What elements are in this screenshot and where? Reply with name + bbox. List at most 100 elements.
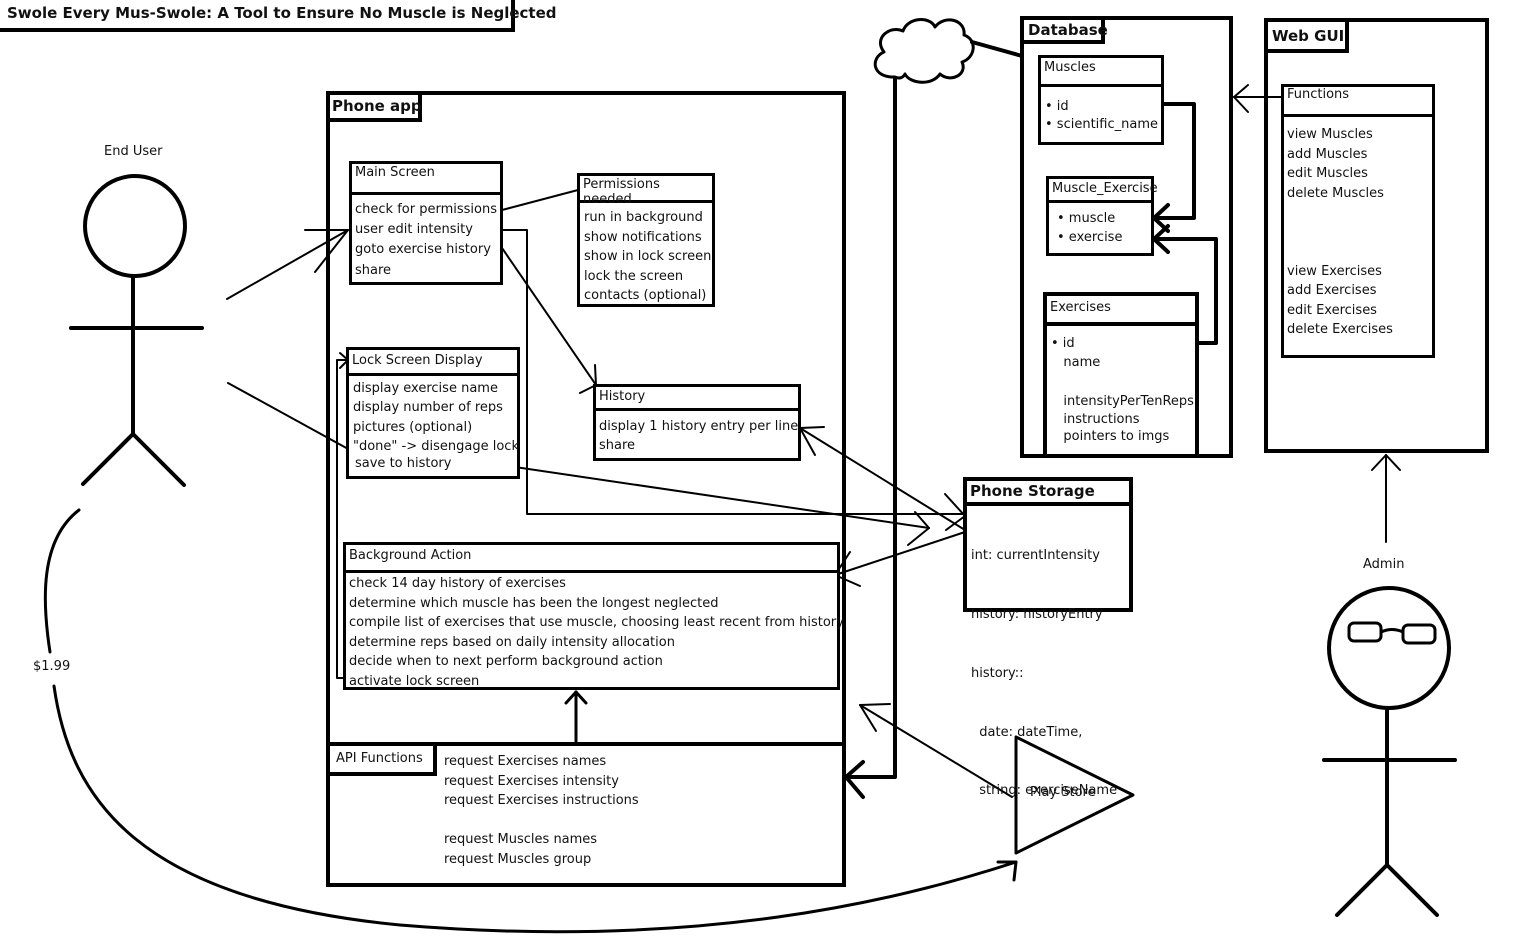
main-screen-item: check for permissions <box>355 202 497 217</box>
muscles-field: • id <box>1045 99 1069 114</box>
exercises-field: pointers to imgs <box>1051 429 1170 445</box>
web-gui-functions-box: Functions view Muscles add Muscles edit … <box>1281 84 1435 358</box>
web-gui-function-item: delete Muscles <box>1287 185 1384 201</box>
background-action-item: activate lock screen <box>349 673 480 689</box>
history-item: share <box>599 438 636 453</box>
admin-label: Admin <box>1363 557 1405 572</box>
play-store-triangle <box>1014 735 1135 855</box>
storage-item: string: exerciseName <box>971 783 1118 799</box>
play-store-label: Play Store <box>1030 785 1096 800</box>
main-screen-item: goto exercise history <box>355 242 491 257</box>
webgui-to-database-arrow <box>1233 84 1283 113</box>
storage-item: history:: <box>971 665 1024 681</box>
muscle-exercise-table: Muscle_Exercise • muscle • exercise <box>1046 176 1158 256</box>
lock-screen-item: display number of reps <box>353 400 503 416</box>
phone-app-label-box: Phone app <box>326 91 422 122</box>
database-label-box: Database <box>1020 16 1108 44</box>
phone-storage-title: Phone Storage <box>967 481 1129 506</box>
background-action-item: determine reps based on daily intensity … <box>349 634 675 650</box>
web-gui-function-item <box>1287 223 1429 243</box>
lock-screen-item: save to history <box>355 456 452 472</box>
web-gui-function-item <box>1287 203 1429 223</box>
exercises-table-title: Exercises <box>1047 296 1195 326</box>
muscles-table: Muscles • id • scientific_name <box>1038 55 1164 145</box>
price-label: $1.99 <box>33 659 71 674</box>
lock-screen-item: display exercise name <box>353 381 498 396</box>
api-function-item: request Exercises instructions <box>444 793 639 809</box>
main-to-permissions-line <box>501 189 579 211</box>
end-user-figure <box>69 174 204 487</box>
main-screen-box: Main Screen check for permissions user e… <box>349 161 503 285</box>
web-gui-function-item <box>1287 242 1429 262</box>
permissions-title: Permissions needed <box>580 176 712 207</box>
exercises-field: • id <box>1051 336 1075 351</box>
api-divider <box>326 742 846 746</box>
cloud-to-database-line <box>970 40 1024 58</box>
phone-app-container <box>326 91 846 887</box>
api-function-item <box>444 811 639 831</box>
background-action-item: decide when to next perform background a… <box>349 654 663 670</box>
web-gui-function-item: view Muscles <box>1287 127 1373 142</box>
cloud-to-api-arrow <box>844 76 897 799</box>
storage-item: date: dateTime, <box>971 724 1083 740</box>
end-user-label: End User <box>104 144 163 159</box>
storage-item: history: historyEntry <box>971 606 1103 622</box>
api-functions-label-box: API Functions <box>326 742 437 776</box>
muscle-exercise-field: • exercise <box>1057 230 1123 245</box>
web-gui-function-item: add Muscles <box>1287 146 1368 162</box>
web-gui-function-item: edit Exercises <box>1287 302 1377 318</box>
exercises-to-muscleexercise-arrow <box>1152 224 1218 345</box>
background-action-item: check 14 day history of exercises <box>349 576 566 591</box>
diagram-title-box: Swole Every Mus-Swole: A Tool to Ensure … <box>0 0 557 32</box>
exercises-field: intensityPerTenReps <box>1051 393 1194 409</box>
web-gui-function-item: delete Exercises <box>1287 322 1393 337</box>
web-gui-functions-title: Functions <box>1284 87 1432 117</box>
storage-item: int: currentIntensity <box>971 548 1100 564</box>
muscles-table-title: Muscles <box>1041 58 1161 87</box>
permission-item: show in lock screen <box>584 249 712 264</box>
background-action-title: Background Action <box>346 545 837 573</box>
main-screen-title: Main Screen <box>352 164 500 195</box>
exercises-field: instructions <box>1051 412 1140 428</box>
lock-screen-title: Lock Screen Display <box>349 350 517 376</box>
background-action-box: Background Action check 14 day history o… <box>343 542 844 690</box>
lock-screen-item: pictures (optional) <box>353 419 473 435</box>
phone-app-label: Phone app <box>332 97 422 115</box>
api-to-background-arrow <box>564 690 588 745</box>
storage-to-background-arrow <box>834 531 966 587</box>
permission-item: contacts (optional) <box>584 288 707 303</box>
history-item: display 1 history entry per line <box>599 419 799 434</box>
api-functions-list: request Exercises names request Exercise… <box>444 752 639 870</box>
permission-item: show notifications <box>584 229 702 245</box>
main-screen-item: user edit intensity <box>355 222 473 237</box>
background-action-item: determine which muscle has been the long… <box>349 595 719 611</box>
api-function-item: request Muscles names <box>444 832 598 848</box>
api-functions-title: API Functions <box>336 751 423 766</box>
storage-history-arrow <box>799 426 966 531</box>
muscles-field: • scientific_name <box>1045 117 1158 132</box>
purchase-curve-arrow <box>43 508 1018 934</box>
cloud-icon <box>873 18 975 84</box>
exercises-field <box>1051 373 1191 392</box>
api-function-item: request Muscles group <box>444 851 592 867</box>
exercises-table: Exercises • id name intensityPerTenReps … <box>1043 292 1199 458</box>
web-gui-container <box>1264 18 1489 453</box>
web-gui-function-item: view Exercises <box>1287 263 1382 279</box>
main-screen-item: share <box>355 263 392 278</box>
diagram-title: Swole Every Mus-Swole: A Tool to Ensure … <box>7 4 557 22</box>
api-function-item: request Exercises names <box>444 754 607 769</box>
muscle-exercise-table-title: Muscle_Exercise <box>1049 179 1158 203</box>
background-action-item: compile list of exercises that use muscl… <box>349 615 844 631</box>
web-gui-label: Web GUI <box>1272 27 1345 45</box>
history-title: History <box>596 387 798 411</box>
lock-screen-box: Lock Screen Display display exercise nam… <box>346 347 520 479</box>
lockscreen-to-storage-arrow <box>514 466 930 546</box>
permission-item: run in background <box>584 210 703 225</box>
muscle-exercise-field: • muscle <box>1057 211 1116 226</box>
database-label: Database <box>1028 21 1108 39</box>
admin-figure <box>1322 586 1457 917</box>
history-box: History display 1 history entry per line… <box>593 384 801 461</box>
lock-screen-item: "done" -> disengage lock <box>353 438 519 454</box>
playstore-to-phone-arrow <box>859 703 1013 798</box>
web-gui-function-item: edit Muscles <box>1287 166 1368 181</box>
